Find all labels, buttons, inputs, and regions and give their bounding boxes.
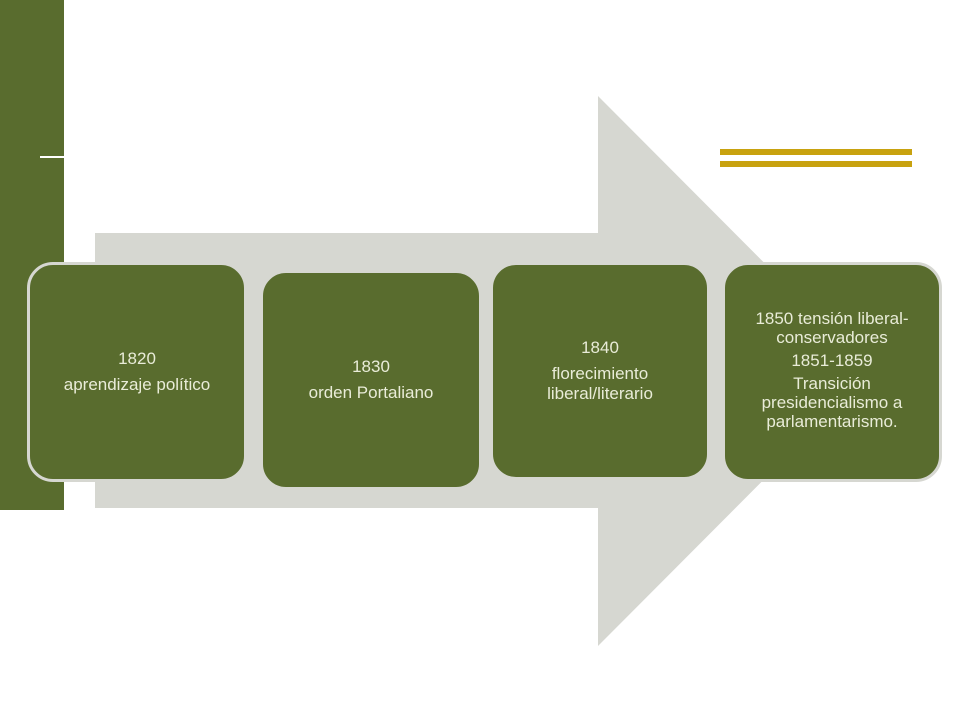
- timeline-box-1820: 1820 aprendizaje político: [27, 262, 247, 482]
- gold-accent-line-bottom: [720, 161, 912, 167]
- timeline-arrow-shape: [95, 96, 872, 646]
- timeline-label: florecimiento liberal/literario: [547, 364, 653, 403]
- timeline-year: 1830: [352, 357, 390, 376]
- timeline-year: 1820: [118, 349, 156, 368]
- timeline-label: Transición presidencialismo a parlamenta…: [761, 374, 903, 431]
- timeline-label: 1850 tensión liberal-conservadores: [755, 309, 909, 347]
- timeline-label: aprendizaje político: [63, 375, 211, 394]
- timeline-box-1850: 1850 tensión liberal-conservadores 1851-…: [722, 262, 942, 482]
- gold-accent-line-top: [720, 149, 912, 155]
- left-accent-tick: [40, 156, 64, 158]
- timeline-box-1840: 1840 florecimiento liberal/literario: [490, 262, 710, 480]
- timeline-year-range: 1851-1859: [791, 351, 873, 370]
- timeline-year: 1840: [581, 338, 619, 357]
- timeline-label: orden Portaliano: [308, 383, 434, 402]
- timeline-box-1830: 1830 orden Portaliano: [260, 270, 482, 490]
